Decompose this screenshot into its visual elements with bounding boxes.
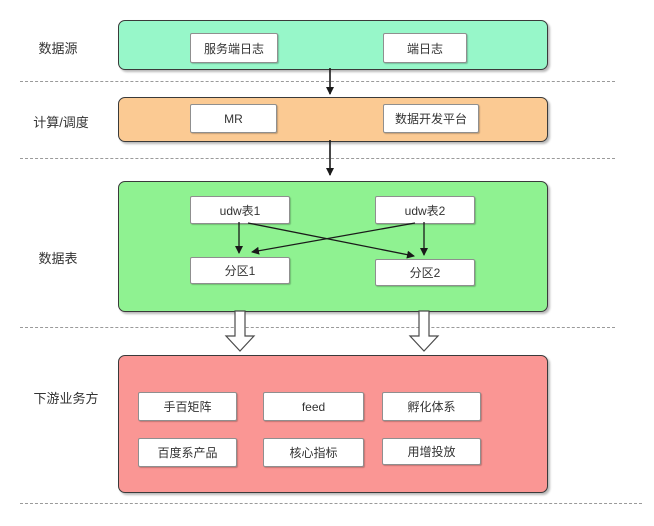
node-core-metrics: 核心指标 (263, 438, 364, 467)
node-shoubai-matrix: 手百矩阵 (138, 392, 237, 421)
dashed-separator-1 (20, 81, 615, 82)
dashed-separator-3 (20, 327, 615, 328)
block-arrow-right (408, 310, 440, 352)
band-compute (118, 97, 548, 142)
row-label-data-table: 数据表 (38, 251, 78, 266)
node-partition-2: 分区2 (375, 259, 475, 286)
node-client-log: 端日志 (383, 33, 467, 63)
node-data-dev-platform: 数据开发平台 (383, 104, 479, 133)
row-label-data-source: 数据源 (38, 41, 78, 56)
node-partition-1: 分区1 (190, 257, 290, 284)
node-server-log: 服务端日志 (190, 33, 278, 63)
node-baidu-products: 百度系产品 (138, 438, 237, 467)
node-udw-table-2: udw表2 (375, 196, 475, 224)
row-label-compute: 计算/调度 (33, 115, 89, 130)
row-label-downstream: 下游业务方 (33, 391, 99, 406)
band-data-source (118, 20, 548, 70)
node-growth-delivery: 用增投放 (382, 438, 481, 465)
block-arrow-left (224, 310, 256, 352)
band-downstream (118, 355, 548, 493)
dashed-separator-2 (20, 158, 615, 159)
node-udw-table-1: udw表1 (190, 196, 290, 224)
node-incubation: 孵化体系 (382, 392, 481, 421)
node-mr: MR (190, 104, 277, 133)
node-feed: feed (263, 392, 364, 421)
dashed-separator-4 (20, 503, 642, 504)
band-data-table (118, 181, 548, 312)
